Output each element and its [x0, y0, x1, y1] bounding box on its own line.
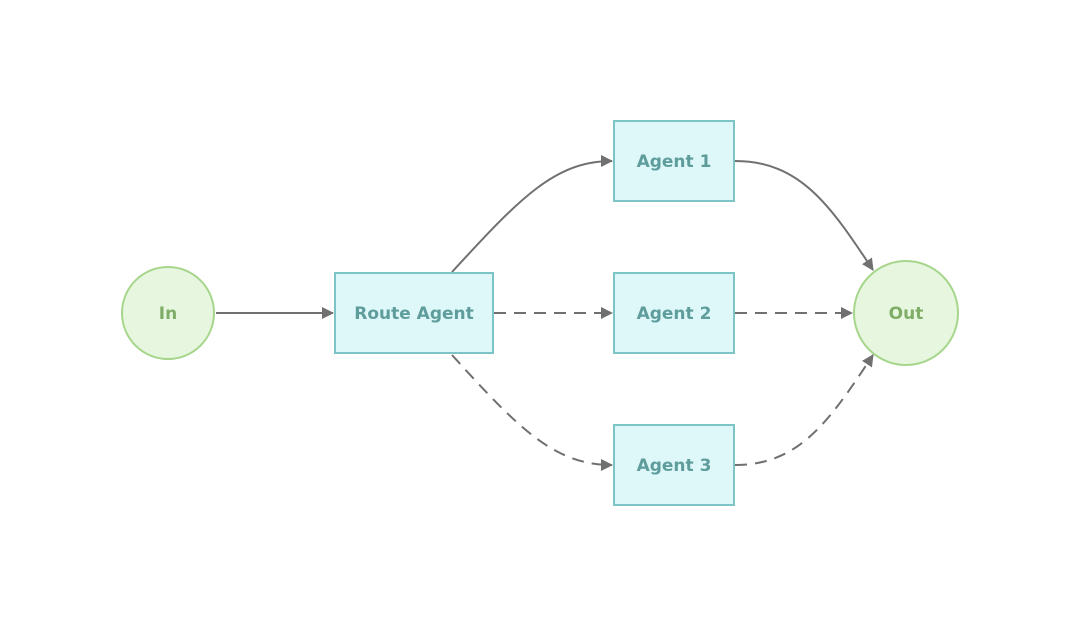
route-agent-label: Route Agent: [354, 304, 474, 324]
route-agent-box: [334, 272, 494, 354]
agent-2-box: [613, 272, 735, 354]
node-agent-3[interactable]: Agent 3: [613, 424, 735, 506]
edge-agent3-to-out: [734, 354, 874, 466]
agent-1-label: Agent 1: [637, 152, 712, 172]
node-out[interactable]: Out: [853, 260, 959, 366]
agent-1-box: [613, 120, 735, 202]
input-label: In: [159, 304, 177, 324]
edges: [216, 155, 874, 471]
output-label: Out: [889, 304, 924, 324]
agent-2-label: Agent 2: [637, 304, 712, 324]
input-circle: [121, 266, 215, 360]
node-route-agent[interactable]: Route Agent: [334, 272, 494, 354]
node-agent-2[interactable]: Agent 2: [613, 272, 735, 354]
node-in[interactable]: In: [121, 266, 215, 360]
agent-3-label: Agent 3: [637, 456, 712, 476]
edge-agent1-to-out: [734, 160, 874, 271]
edge-route-to-agent1: [451, 155, 613, 273]
node-agent-1[interactable]: Agent 1: [613, 120, 735, 202]
output-circle: [853, 260, 959, 366]
agent-3-box: [613, 424, 735, 506]
edge-route-to-agent3: [451, 354, 613, 471]
